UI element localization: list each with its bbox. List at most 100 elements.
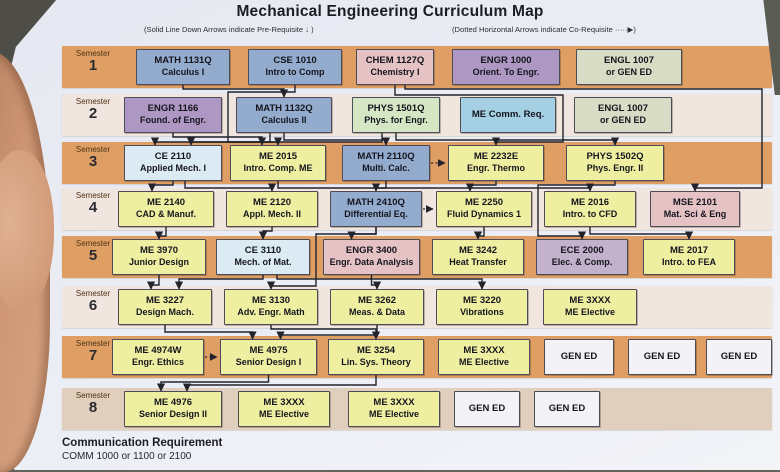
course-code: ME 4976 [153,396,193,408]
course-code: ME 2017 [669,244,709,256]
course-name: Multi. Calc. [362,163,410,174]
course-name: or GEN ED [599,115,646,126]
course-name: CAD & Manuf. [136,209,196,220]
course-name: Vibrations [460,307,504,318]
semester-number: 6 [88,297,98,314]
course-code: CE 2110 [154,150,192,162]
photographer-thumb [0,150,54,310]
course-name: Adv. Engr. Math [237,307,305,318]
semester-number: 1 [88,57,98,74]
course-code: PHYS 1502Q [586,150,644,162]
course-code: GEN ED [468,402,506,414]
course-code: ME 3XXX [373,396,415,408]
course-code: ME 3254 [356,344,396,356]
course-name: Chemistry I [370,67,420,78]
course-box-gened7a: GEN ED [544,339,614,375]
semester-number: 4 [88,199,98,216]
course-code: ME 3220 [462,294,502,306]
course-code: ENGR 1000 [480,54,532,66]
communication-requirement-heading: Communication Requirement [62,437,223,449]
course-code: ME 3XXX [263,396,305,408]
course-code: ME 2250 [464,196,504,208]
course-name: Engr. Thermo [466,163,525,174]
course-name: Found. of Engr. [140,115,206,126]
course-name: Intro to Comp [265,67,325,78]
course-name: Applied Mech. I [139,163,206,174]
course-code: ME 3970 [139,244,179,256]
course-code: ME 2016 [570,196,610,208]
communication-requirement-note: Communication Requirement COMM 1000 or 1… [62,437,222,462]
course-code: ME 3XXX [569,294,611,306]
semester-number: 3 [88,153,98,170]
course-name: Differential Eq. [344,209,408,220]
course-name: ME Elective [458,357,510,368]
course-box-gened8a: GEN ED [454,391,520,427]
course-name: Intro. to CFD [562,209,618,220]
course-name: Intro. to FEA [662,257,716,268]
legend-prerequisite: (Solid Line Down Arrows indicate Pre-Req… [144,25,314,34]
course-name: Fluid Dynamics 1 [446,209,522,220]
course-code: CE 3110 [244,244,282,256]
course-box-gened7c: GEN ED [706,339,772,375]
semester-word: Semester [75,391,111,400]
semester-number: 7 [88,347,98,364]
course-name: Heat Transfer [449,257,507,268]
course-code: CSE 1010 [273,54,317,66]
course-code: ME Comm. Req. [471,108,545,120]
course-name: Calculus I [161,67,205,78]
semester-number: 8 [88,399,98,416]
semester-word: Semester [75,289,111,298]
course-code: ME 2232E [473,150,519,162]
course-name: or GEN ED [605,67,652,78]
course-code: ECE 2000 [560,244,604,256]
communication-requirement-courses: COMM 1000 or 1100 or 2100 [62,451,192,462]
course-code: ME 3XXX [463,344,505,356]
course-code: ME 4975 [249,344,288,356]
course-code: ENGR 1166 [147,102,199,114]
course-name: Engr. Data Analysis [329,257,414,268]
course-name: Mech. of Mat. [234,257,292,268]
course-code: GEN ED [643,350,681,362]
course-code: GEN ED [548,402,586,414]
